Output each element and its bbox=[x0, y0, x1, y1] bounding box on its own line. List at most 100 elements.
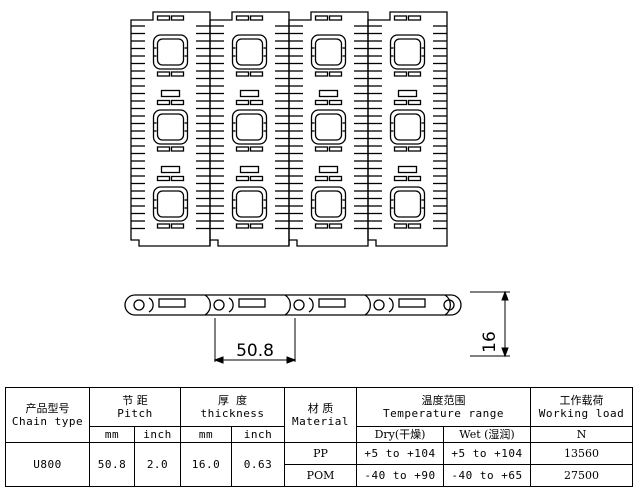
material-pp: PP bbox=[284, 442, 358, 465]
small-slot bbox=[249, 175, 264, 182]
plan-module bbox=[130, 11, 211, 247]
side-link bbox=[293, 294, 371, 316]
center-slot bbox=[318, 89, 339, 98]
hinge-window bbox=[231, 186, 268, 222]
small-slot bbox=[235, 15, 250, 21]
small-slot bbox=[235, 146, 250, 152]
pp-wet-range: +5 to +104 bbox=[443, 442, 532, 465]
small-slot bbox=[407, 146, 422, 152]
small-slot bbox=[314, 15, 329, 21]
small-slot bbox=[314, 175, 329, 182]
small-slot bbox=[328, 99, 343, 106]
chain-plan-view bbox=[130, 11, 448, 247]
side-right-end bbox=[450, 294, 462, 316]
center-slot bbox=[160, 89, 181, 98]
plan-module bbox=[367, 11, 448, 247]
small-slot bbox=[393, 15, 408, 21]
dry-header: Dry(干燥) bbox=[356, 426, 445, 443]
small-slot bbox=[156, 146, 171, 152]
hinge-pin bbox=[373, 299, 385, 311]
hinge-window-inner bbox=[235, 38, 264, 66]
hinge-window-inner bbox=[156, 113, 185, 141]
center-slot bbox=[239, 165, 260, 174]
link-joint bbox=[364, 294, 371, 316]
hinge-window-inner bbox=[393, 113, 422, 141]
material-header: 材 质 Material bbox=[284, 387, 358, 443]
hinge-window-inner bbox=[156, 190, 185, 218]
small-slot bbox=[328, 15, 343, 21]
module-outline bbox=[288, 11, 369, 247]
thickness-header: 厚 度 thickness bbox=[179, 387, 286, 427]
plan-module bbox=[209, 11, 290, 247]
module-outline bbox=[367, 11, 448, 247]
hinge-window-inner bbox=[393, 38, 422, 66]
pom-dry-range: -40 to +90 bbox=[356, 464, 445, 487]
chain-type-header: 产品型号 Chain type bbox=[5, 387, 90, 443]
small-slot bbox=[156, 15, 171, 21]
module-outline bbox=[130, 11, 211, 247]
side-slot bbox=[238, 298, 266, 308]
pitch-dimension bbox=[213, 318, 297, 364]
small-slot bbox=[249, 223, 264, 229]
module-outline bbox=[209, 11, 290, 247]
hinge-window-inner bbox=[314, 190, 343, 218]
small-slot bbox=[170, 71, 185, 77]
small-slot bbox=[156, 175, 171, 182]
small-slot bbox=[235, 71, 250, 77]
small-slot bbox=[393, 71, 408, 77]
center-slot bbox=[160, 165, 181, 174]
pitch-inch-header: inch bbox=[134, 426, 181, 443]
thickness-dimension-label: 16 bbox=[480, 331, 500, 353]
hinge-arc bbox=[148, 297, 154, 313]
small-slot bbox=[407, 175, 422, 182]
small-slot bbox=[407, 99, 422, 106]
small-slot bbox=[407, 71, 422, 77]
small-slot bbox=[249, 15, 264, 21]
small-slot bbox=[314, 146, 329, 152]
hinge-window bbox=[389, 109, 426, 145]
material-pom: POM bbox=[284, 464, 358, 487]
side-slot bbox=[318, 298, 346, 308]
pom-working-load: 27500 bbox=[530, 464, 634, 487]
hinge-pin bbox=[133, 299, 145, 311]
chain-type-value: U800 bbox=[5, 442, 90, 487]
small-slot bbox=[156, 71, 171, 77]
small-slot bbox=[170, 99, 185, 106]
small-slot bbox=[328, 71, 343, 77]
small-slot bbox=[249, 146, 264, 152]
hinge-arc bbox=[308, 297, 314, 313]
center-slot bbox=[318, 165, 339, 174]
chain-side-view bbox=[124, 294, 462, 316]
hinge-window bbox=[231, 109, 268, 145]
hinge-window-inner bbox=[235, 190, 264, 218]
side-slot bbox=[158, 298, 186, 308]
small-slot bbox=[170, 175, 185, 182]
hinge-window bbox=[310, 186, 347, 222]
small-slot bbox=[156, 223, 171, 229]
thickness-inch-value: 0.63 bbox=[230, 442, 286, 487]
small-slot bbox=[235, 175, 250, 182]
small-slot bbox=[156, 99, 171, 106]
side-link bbox=[133, 294, 211, 316]
small-slot bbox=[170, 146, 185, 152]
pitch-header: 节 距 Pitch bbox=[89, 387, 181, 427]
pitch-dimension-label: 50.8 bbox=[236, 341, 274, 361]
small-slot bbox=[170, 15, 185, 21]
hinge-window bbox=[152, 109, 189, 145]
pp-dry-range: +5 to +104 bbox=[356, 442, 445, 465]
hinge-window-inner bbox=[235, 113, 264, 141]
center-slot bbox=[239, 89, 260, 98]
small-slot bbox=[328, 223, 343, 229]
thickness-inch-header: inch bbox=[230, 426, 286, 443]
plan-module bbox=[288, 11, 369, 247]
hinge-window-inner bbox=[314, 113, 343, 141]
temperature-header: 温度范围 Temperature range bbox=[356, 387, 532, 427]
small-slot bbox=[328, 175, 343, 182]
hinge-window bbox=[231, 34, 268, 70]
hinge-window-inner bbox=[156, 38, 185, 66]
pitch-inch-value: 2.0 bbox=[134, 442, 181, 487]
chain-technical-drawing: 50.8 16 bbox=[124, 11, 510, 364]
load-unit-header: N bbox=[530, 426, 634, 443]
hinge-arc bbox=[228, 297, 234, 313]
side-left-end bbox=[124, 294, 136, 316]
